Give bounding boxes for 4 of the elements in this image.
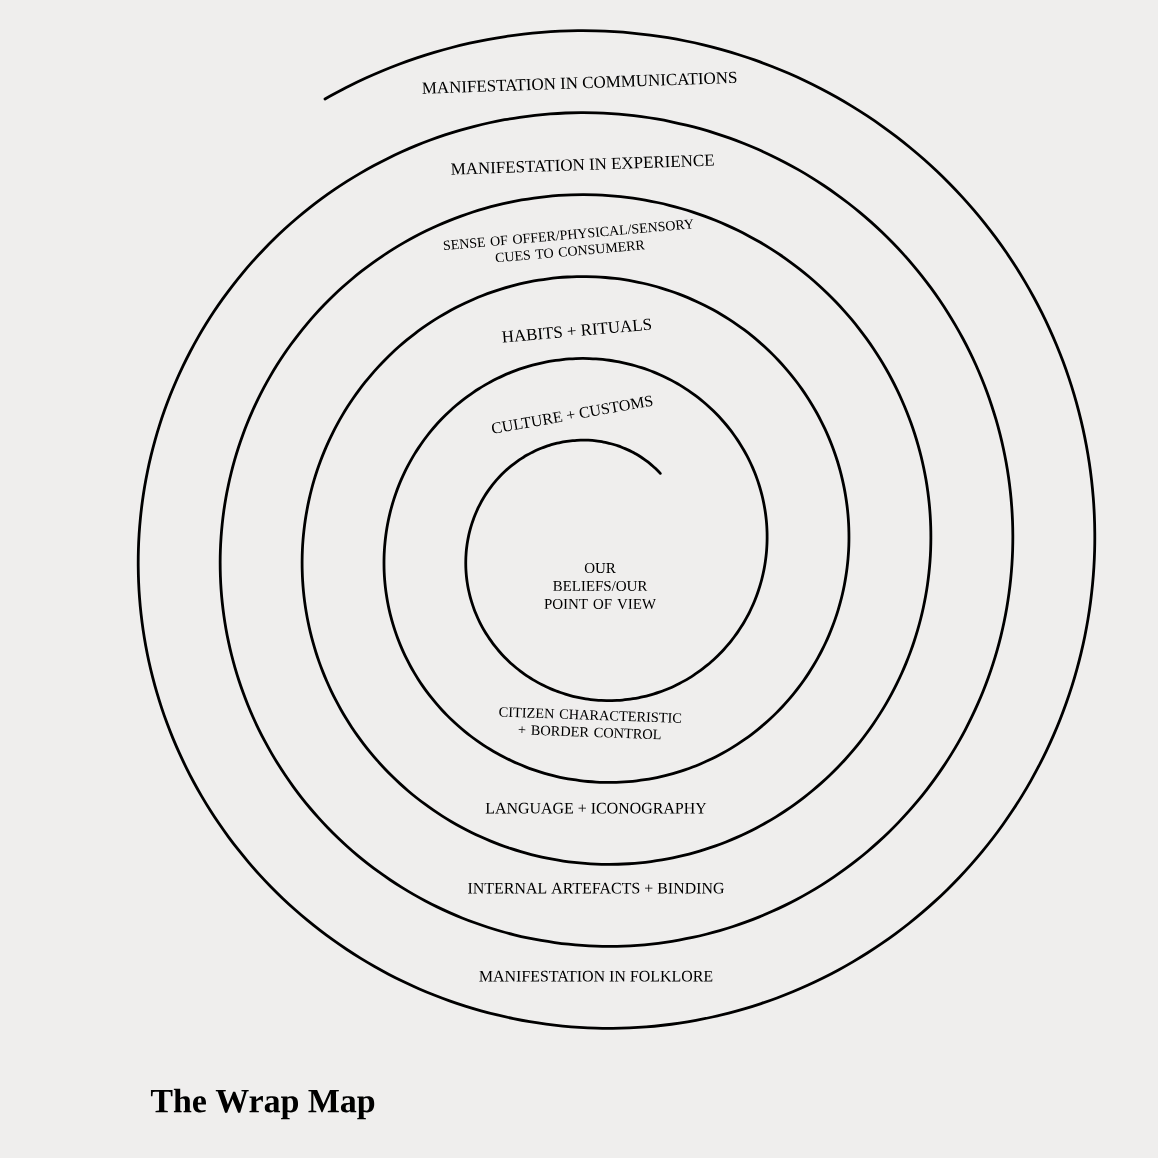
- title: The Wrap Map: [150, 1088, 375, 1120]
- ring-label: MANIFESTATION IN EXPERIENCE: [451, 154, 714, 175]
- ring-label: HABITS + RITUALS: [501, 318, 652, 343]
- ring-label: MANIFESTATION IN COMMUNICATIONS: [422, 71, 737, 94]
